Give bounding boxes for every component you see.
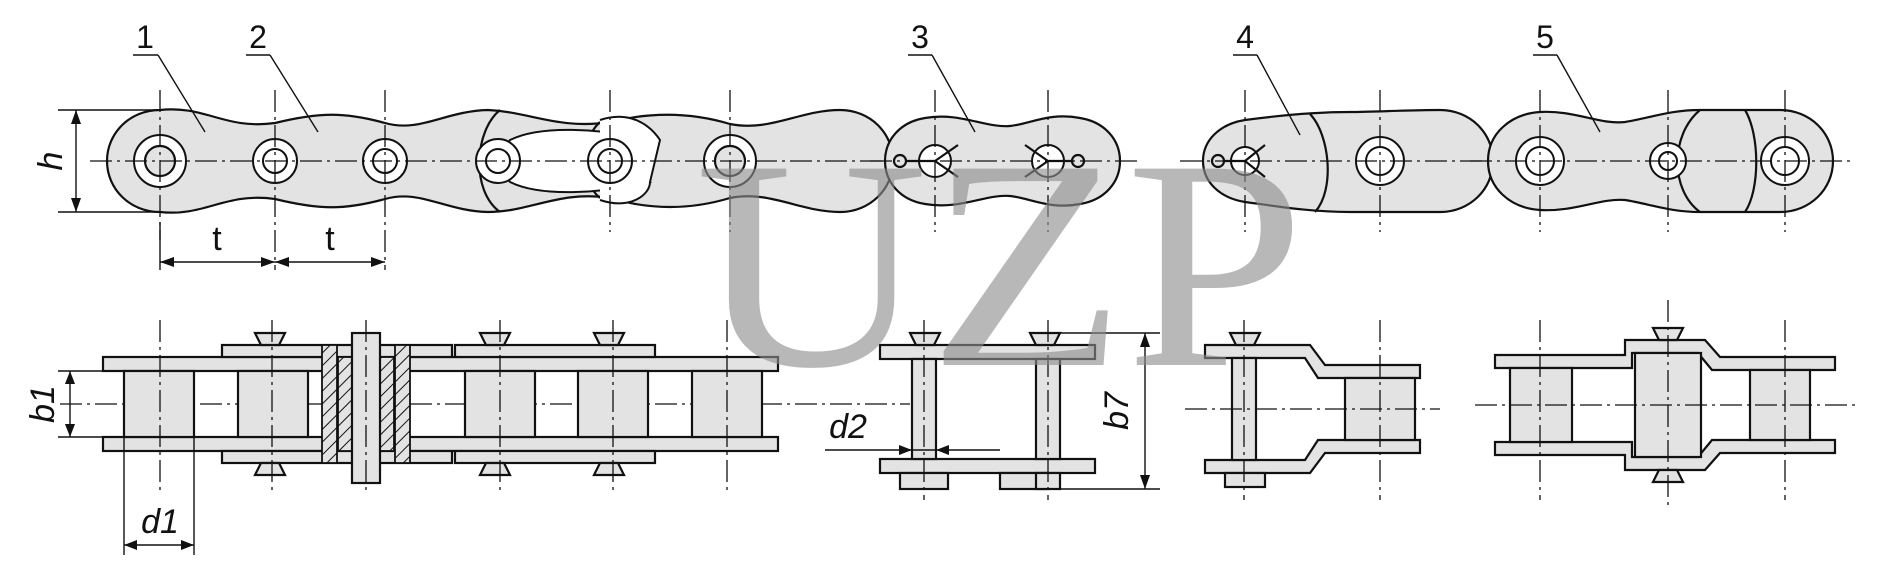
watermark: UZP bbox=[695, 98, 1305, 430]
dimension-h: h bbox=[32, 109, 160, 213]
callout-2: 2 bbox=[246, 19, 319, 133]
connecting-link-front-view bbox=[870, 90, 1140, 232]
offset-link-4-front-view bbox=[1180, 90, 1510, 232]
offset-link-4-side-view bbox=[1185, 320, 1440, 500]
dimension-h-label: h bbox=[32, 152, 70, 171]
connecting-link-side-view bbox=[878, 320, 1097, 500]
dimension-t-label-1: t bbox=[212, 220, 222, 258]
dimension-d2-label: d2 bbox=[829, 408, 867, 446]
callout-1: 1 bbox=[133, 19, 206, 133]
svg-text:4: 4 bbox=[1236, 19, 1254, 55]
dimension-b7: b7 bbox=[1060, 332, 1160, 490]
chain-side-view bbox=[60, 320, 910, 490]
dimension-d1: d1 bbox=[123, 437, 195, 555]
dimension-b7-label: b7 bbox=[1098, 391, 1136, 430]
chain-front-view bbox=[90, 90, 910, 270]
dimension-d2: d2 bbox=[825, 408, 1000, 455]
svg-text:3: 3 bbox=[911, 19, 929, 55]
callout-4: 4 bbox=[1233, 19, 1301, 136]
dimension-d1-label: d1 bbox=[141, 503, 179, 541]
svg-text:2: 2 bbox=[249, 19, 267, 55]
dimension-t: t t bbox=[159, 220, 385, 270]
svg-text:1: 1 bbox=[136, 19, 154, 55]
dimension-b1: b1 bbox=[24, 370, 124, 438]
dimension-b1-label: b1 bbox=[24, 385, 62, 423]
callout-5: 5 bbox=[1533, 19, 1601, 133]
dimension-t-label-2: t bbox=[325, 220, 335, 258]
callout-3: 3 bbox=[908, 19, 976, 133]
svg-text:5: 5 bbox=[1536, 19, 1554, 55]
offset-link-5-side-view bbox=[1475, 300, 1855, 510]
offset-link-5-front-view bbox=[1470, 90, 1850, 232]
